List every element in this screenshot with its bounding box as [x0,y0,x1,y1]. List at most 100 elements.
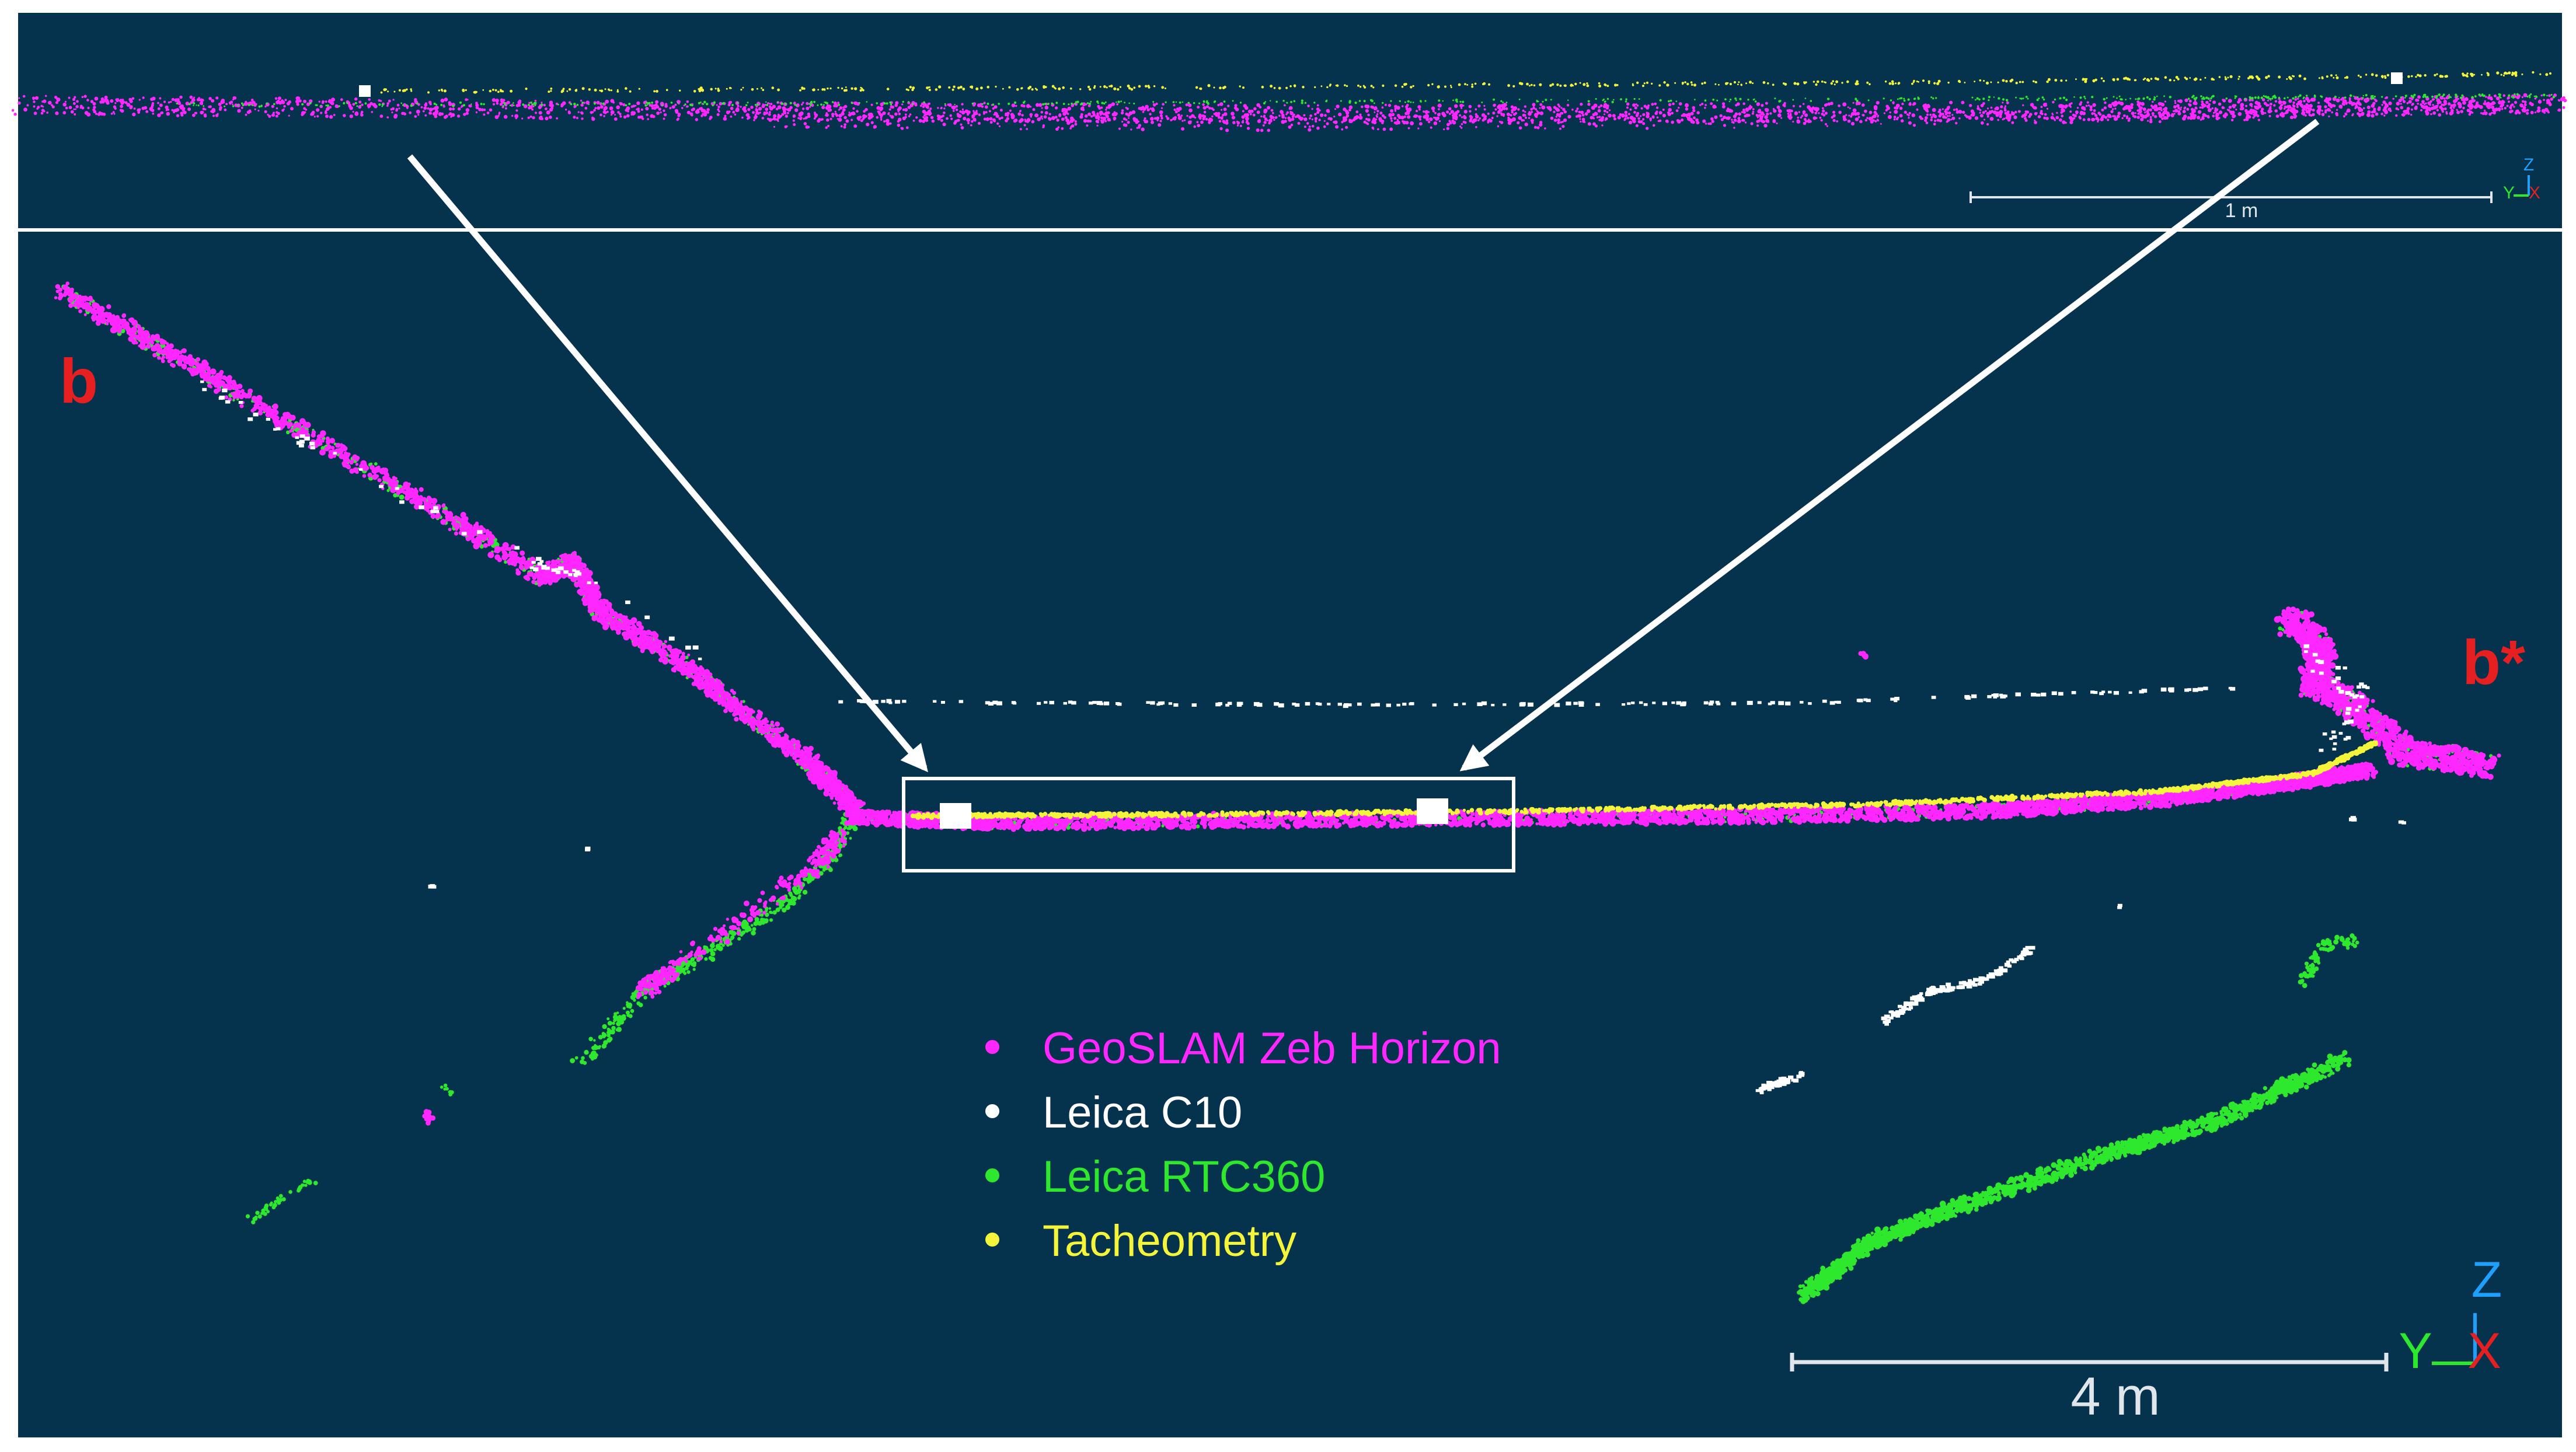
tacheometry-point [1793,82,1797,85]
geoslam-point [1223,121,1226,124]
rtc360-point [2298,96,2300,98]
geoslam-point [1246,127,1250,130]
tacheometry-point [995,85,997,88]
geoslam-point [769,111,771,114]
rtc360-point [1730,99,1732,101]
geoslam-point [2292,101,2295,104]
geoslam-point [2182,110,2186,114]
rtc360-point [301,103,304,106]
rtc360-point [2474,95,2477,97]
tacheometry-point [1749,81,1752,84]
geoslam-point [2046,107,2049,110]
geoslam-point [2174,109,2178,113]
geoslam-point [931,119,935,123]
geoslam-point [912,120,915,122]
geoslam-point [2513,106,2515,108]
rtc360-point [541,103,543,106]
tacheometry-point [1784,83,1787,86]
geoslam-point [1424,110,1429,114]
geoslam-point [180,113,184,117]
geoslam-point [1227,104,1230,107]
geoslam-point [1510,118,1514,123]
rtc360-point [573,103,576,106]
tacheometry-point [1148,86,1151,89]
geoslam-point [1158,123,1162,127]
tacheometry-point [1824,81,1825,83]
geoslam-point [2069,106,2072,108]
geoslam-point [2075,112,2078,115]
geoslam-point [2199,106,2202,109]
geoslam-point [1437,104,1439,107]
geoslam-point [2013,115,2017,120]
geoslam-point [1116,103,1119,106]
geoslam-point [1838,110,1842,114]
geoslam-point [2149,118,2153,121]
geoslam-point [176,98,180,102]
geoslam-point [1032,108,1036,111]
geoslam-point [1649,117,1653,121]
geoslam-point [1320,113,1324,117]
geoslam-point [2375,112,2379,116]
tacheometry-point [2521,73,2523,75]
geoslam-point [1200,120,1204,124]
geoslam-point [937,107,939,109]
geoslam-point [54,96,58,99]
geoslam-point [1341,121,1344,124]
geoslam-point [1626,102,1630,106]
geoslam-point [475,106,479,110]
geoslam-point [2180,106,2183,109]
geoslam-point [627,110,629,113]
tacheometry-point [2321,76,2323,78]
geoslam-point [1365,117,1368,121]
geoslam-point [543,103,546,107]
geoslam-point [2395,107,2399,110]
rtc360-point [2192,95,2195,97]
geoslam-point [1315,120,1317,123]
geoslam-point [1159,114,1163,117]
rtc360-point [2200,95,2202,97]
geoslam-point [2261,98,2265,102]
rtc360-point [1193,102,1195,104]
rtc360-point [2314,94,2316,96]
geoslam-point [801,107,805,110]
geoslam-point [2388,101,2392,106]
geoslam-point [2002,102,2004,104]
geoslam-point [1908,121,1912,125]
geoslam-point [274,97,278,100]
geoslam-point [706,108,710,111]
geoslam-point [2427,101,2430,104]
rtc360-point [1739,97,1742,100]
geoslam-point [631,112,635,116]
geoslam-point [2417,102,2420,105]
geoslam-point [2045,104,2048,107]
geoslam-point [1942,115,1946,119]
geoslam-point [120,109,124,113]
geoslam-point [605,99,609,104]
tacheometry-point [2292,75,2295,78]
geoslam-point [1246,122,1250,125]
rtc360-point [197,104,200,107]
top-panel: 1 m Z Y X [11,71,2567,222]
geoslam-point [2155,107,2159,111]
rtc360-point [765,101,767,103]
geoslam-point [1176,107,1179,111]
geoslam-point [1494,108,1497,111]
geoslam-point [1100,116,1103,120]
tacheometry-point [1285,86,1288,89]
geoslam-point [423,106,427,110]
geoslam-point [1273,118,1275,121]
geoslam-point [2429,100,2432,103]
rtc360-point [196,104,197,106]
geoslam-point [1555,116,1558,118]
geoslam-point [110,112,113,115]
geoslam-point [603,115,605,117]
geoslam-point [2092,103,2096,107]
geoslam-point [1113,116,1117,120]
rtc360-point [1051,103,1054,105]
geoslam-point [2087,104,2090,107]
geoslam-point [1297,121,1301,125]
rtc360-point [2449,96,2450,98]
geoslam-point [2261,111,2265,116]
geoslam-point [1592,116,1594,118]
geoslam-point [2307,110,2311,114]
